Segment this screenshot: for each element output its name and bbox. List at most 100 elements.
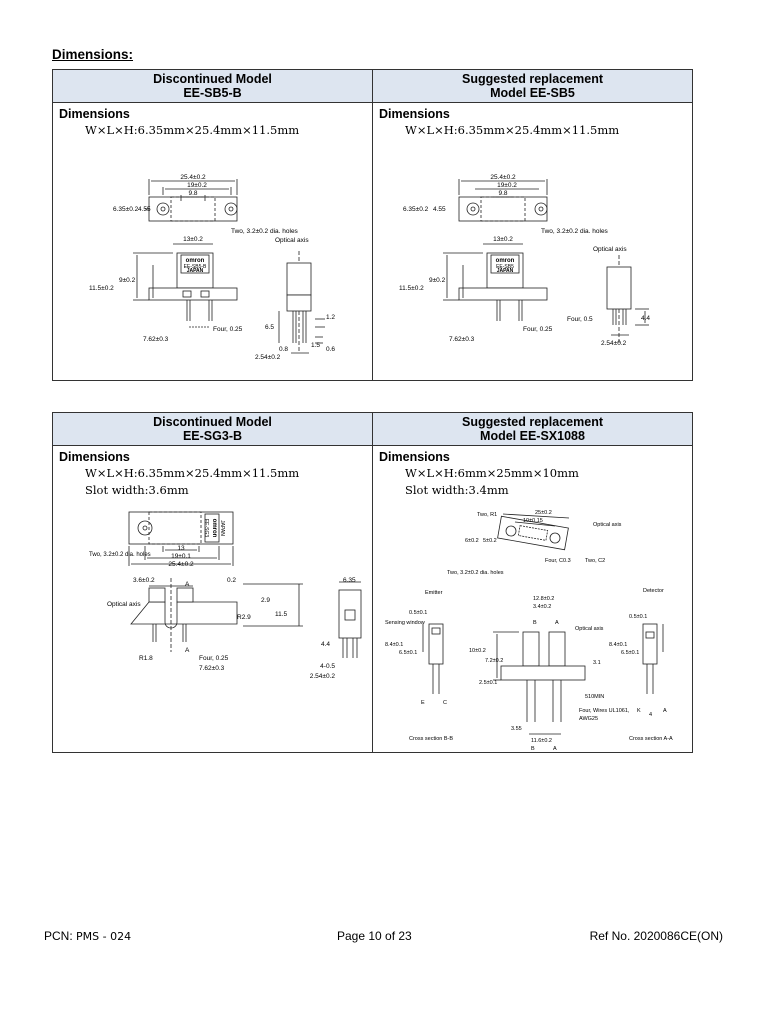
- dim-11-5: 11.5: [275, 611, 288, 618]
- dim-6-35: 6.35±0.2: [403, 206, 429, 213]
- dimensions-line: W×L×H:6mm×25mm×10mm: [405, 466, 579, 480]
- slot-width-line: Slot width:3.6mm: [85, 483, 189, 497]
- dim-2-54: 2.54±0.2: [601, 340, 627, 347]
- header-line: Suggested replacement: [461, 72, 603, 86]
- header-discontinued: Discontinued Model EE-SB5-B: [52, 69, 373, 103]
- drawing-ee-sb5: 25.4±0.2 19±0.2 9.8 6.35±0.2 4.55 Two, 3…: [399, 174, 650, 347]
- dim-0-6: 0.6: [326, 346, 335, 353]
- dim-1-5: 1.5: [311, 342, 320, 349]
- label-a: A: [185, 581, 190, 588]
- dim-12-8: 12.8±0.2: [533, 596, 554, 602]
- dim-9: 9±0.2: [429, 277, 446, 284]
- dim-19: 19±0.1: [171, 553, 191, 560]
- dimensions-title: Dimensions: [379, 107, 450, 121]
- optical-axis-2: Optical axis: [575, 626, 604, 632]
- two-r1: Two, R1: [477, 512, 497, 518]
- drawing-ee-sb5-b: 25.4±0.2 19±0.2 9.8 6.35±0.2 4.55 Two, 3…: [89, 174, 335, 361]
- label-e: E: [421, 700, 425, 706]
- dim-13: 13±0.2: [183, 236, 203, 243]
- dim-13: 13±0.2: [493, 236, 513, 243]
- dim-7-62: 7.62±0.3: [449, 336, 475, 343]
- emitter-view: [422, 623, 444, 694]
- front-view: [493, 631, 586, 735]
- wires-note: Four, Wires UL1061,: [579, 708, 630, 714]
- drawing-ee-sx1088: Two, R1 25±0.2 10±0.15 Optical axis 6±0.…: [385, 510, 673, 752]
- header-line: Discontinued Model: [153, 72, 272, 86]
- dim-19: 19±0.2: [187, 182, 207, 189]
- holes-note: Two, 3.2±0.2 dia. holes: [447, 570, 504, 576]
- dim-6-35: 6.35: [343, 577, 356, 584]
- label-a2: A: [185, 647, 190, 654]
- dim-4: 4: [649, 712, 652, 718]
- dim-7-62: 7.62±0.3: [143, 336, 169, 343]
- top-view: [458, 179, 548, 222]
- dim-13: 13: [177, 545, 185, 552]
- dimensions-line: W×L×H:6.35mm×25.4mm×11.5mm: [85, 123, 300, 137]
- front-view: [133, 243, 238, 328]
- front-view: [130, 578, 303, 652]
- cs-aa: Cross section A-A: [629, 736, 673, 742]
- cell-replacement: Dimensions W×L×H:6mm×25mm×10mm Slot widt…: [372, 445, 693, 753]
- dim-5: 5±0.2: [483, 538, 497, 544]
- header-line: Discontinued Model: [153, 415, 272, 429]
- dimensions-line: W×L×H:6.35mm×25.4mm×11.5mm: [405, 123, 620, 137]
- model-mark: EE-SG3: [203, 519, 209, 538]
- four-leads-note: Four, 0.25: [213, 326, 243, 333]
- dim-25-4: 25.4±0.2: [168, 561, 194, 568]
- label-k: K: [637, 708, 641, 714]
- side-view: [338, 581, 362, 658]
- dimensions-title: Dimensions: [59, 107, 130, 121]
- dim-3-1: 3.1: [593, 660, 601, 666]
- omron-logo: omron: [211, 519, 217, 538]
- holes-note: Two, 3.2±0.2 dia. holes: [541, 228, 609, 235]
- dim-0-8: 0.8: [279, 346, 288, 353]
- dim-9-8: 9.8: [188, 190, 197, 197]
- four-c03: Four, C0.3: [545, 558, 571, 564]
- label-c: C: [443, 700, 447, 706]
- label-a2: A: [553, 746, 557, 752]
- header-replacement: Suggested replacement Model EE-SB5: [372, 69, 693, 103]
- label-b2: B: [531, 746, 535, 752]
- top-view: [145, 179, 238, 222]
- footer-ref: Ref No. 2020086CE(ON): [589, 929, 723, 943]
- dimensions-title: Dimensions: [59, 450, 130, 464]
- omron-logo: omron: [496, 258, 515, 264]
- dim-4-4: 4.4: [321, 641, 330, 648]
- front-view: [443, 243, 548, 321]
- detector-view: [642, 623, 664, 694]
- cell-discontinued: Dimensions W×L×H:6.35mm×25.4mm×11.5mm: [52, 102, 373, 381]
- dim-3-55: 3.55: [511, 726, 522, 732]
- dim-8-4b: 8.4±0.1: [609, 642, 627, 648]
- dim-6-5b: 6.5±0.1: [621, 650, 639, 656]
- four-leads-note: Four, 0.25: [199, 655, 229, 662]
- header-replacement: Suggested replacement Model EE-SX1088: [372, 412, 693, 446]
- side-view: [278, 251, 325, 354]
- two-c2: Two, C2: [585, 558, 605, 564]
- dim-25: 25±0.2: [535, 510, 552, 516]
- header-model: EE-SG3-B: [182, 429, 243, 443]
- detector-label: Detector: [643, 588, 664, 594]
- cs-bb: Cross section B-B: [409, 736, 453, 742]
- dimensions-line: W×L×H:6.35mm×25.4mm×11.5mm: [85, 466, 300, 480]
- optical-axis-label: Optical axis: [593, 246, 627, 253]
- dim-2-9: 2.9: [261, 597, 270, 604]
- min-510: 510MIN: [585, 694, 604, 700]
- dim-25-4: 25.4±0.2: [490, 174, 516, 181]
- dim-6-5a: 6.5±0.1: [399, 650, 417, 656]
- drawing-ee-sg3-b: omron EE-SG3 JAPAN Two, 3.2±0.2 dia. hol…: [89, 511, 362, 680]
- comparison-table-2: Discontinued Model EE-SG3-B Suggested re…: [52, 412, 693, 753]
- label-a3: A: [663, 708, 667, 714]
- header-model: Model EE-SX1088: [480, 429, 585, 443]
- dimensions-title: Dimensions: [379, 450, 450, 464]
- dim-4-55: 4.55: [138, 206, 151, 213]
- header-model: Model EE-SB5: [490, 86, 575, 100]
- r2-9: R2.9: [237, 614, 251, 621]
- top-view: [497, 513, 570, 551]
- dim-11-5: 11.5±0.2: [399, 285, 424, 292]
- dim-6-35: 6.35±0.2: [113, 206, 139, 213]
- cell-discontinued: Dimensions W×L×H:6.35mm×25.4mm×11.5mm Sl…: [52, 445, 373, 753]
- header-line: Suggested replacement: [461, 415, 603, 429]
- dim-0-5b: 0.5±0.1: [629, 614, 647, 620]
- dim-2-54: 2.54±0.2: [255, 354, 281, 361]
- four-leads-note: Four, 0.5: [567, 316, 593, 323]
